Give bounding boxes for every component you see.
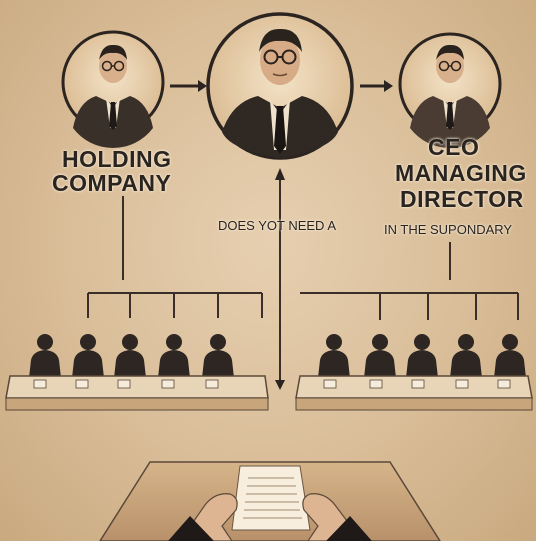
board-member bbox=[29, 334, 61, 378]
label-director: DIRECTOR bbox=[400, 186, 524, 212]
label-holding-line1: HOLDING bbox=[62, 146, 172, 172]
left-org-connector bbox=[87, 196, 263, 318]
hands bbox=[168, 493, 372, 541]
board-member bbox=[202, 334, 234, 378]
label-ceo: CEO bbox=[428, 134, 480, 160]
label-managing: MANAGING bbox=[395, 160, 527, 186]
board-member bbox=[494, 334, 526, 378]
portrait-ceo-managing-director bbox=[398, 32, 502, 149]
document-paper bbox=[231, 465, 311, 531]
arrow-holding-to-ceo bbox=[170, 80, 207, 92]
board-member bbox=[450, 334, 482, 378]
left-board-members bbox=[29, 334, 234, 378]
center-vertical-arrow bbox=[275, 168, 285, 390]
left-board-table bbox=[5, 375, 269, 411]
board-member bbox=[72, 334, 104, 378]
arrow-ceo-to-director bbox=[360, 80, 393, 92]
label-center-note: DOES YOT NEED A bbox=[218, 218, 337, 233]
label-subsidiary-note: IN THE SUPONDARY bbox=[384, 222, 513, 237]
board-member bbox=[158, 334, 190, 378]
board-member bbox=[318, 334, 350, 378]
right-board-table bbox=[295, 375, 533, 411]
board-member bbox=[114, 334, 146, 378]
right-org-connector bbox=[300, 242, 519, 320]
label-holding-line2: COMPANY bbox=[52, 170, 172, 196]
board-member bbox=[406, 334, 438, 378]
board-member bbox=[364, 334, 396, 378]
right-board-members bbox=[318, 334, 526, 378]
portrait-holding-company bbox=[61, 30, 165, 148]
portrait-ceo-center bbox=[206, 12, 354, 160]
